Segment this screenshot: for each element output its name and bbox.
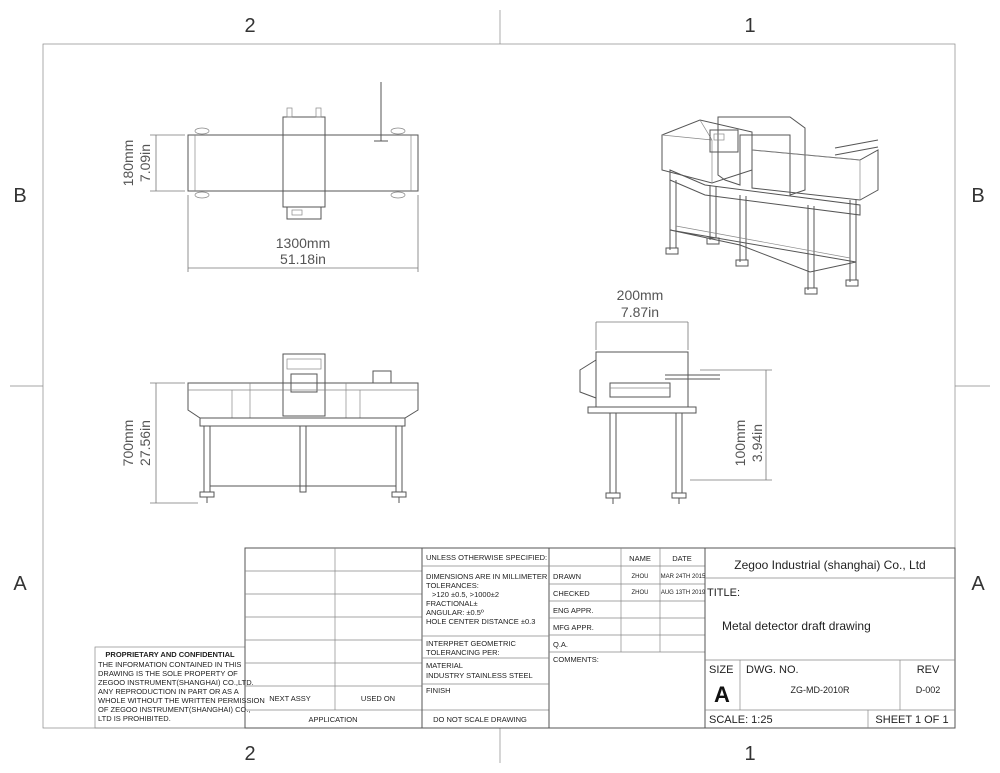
application-label: APPLICATION <box>308 715 357 724</box>
sheet-label: SHEET 1 OF 1 <box>875 714 948 726</box>
tolerance-values: >120 ±0.5, >1000±2 <box>432 590 499 599</box>
tolerancing-label: TOLERANCING PER: <box>426 648 500 657</box>
proprietary-notice: PROPRIETARY AND CONFIDENTIAL THE INFORMA… <box>94 646 265 729</box>
dimensions-note: DIMENSIONS ARE IN MILLIMETER <box>426 572 548 581</box>
interpret-label: INTERPRET GEOMETRIC <box>426 639 516 648</box>
proprietary-line: OF ZEGOO INSTRUMENT(SHANGHAI) CO., <box>98 705 251 714</box>
side-height-in: 3.94in <box>749 424 765 462</box>
title-block: NEXT ASSY USED ON APPLICATION UNLESS OTH… <box>244 547 956 729</box>
hole-center-label: HOLE CENTER DISTANCE ±0.3 <box>426 617 535 626</box>
proprietary-line: THE INFORMATION CONTAINED IN THIS <box>98 660 241 669</box>
proprietary-heading: PROPRIETARY AND CONFIDENTIAL <box>105 650 235 659</box>
top-view <box>187 82 419 220</box>
side-height-mm: 100mm <box>732 420 748 467</box>
name-header: NAME <box>629 554 651 563</box>
top-height-in: 7.09in <box>137 144 153 182</box>
top-height-mm: 180mm <box>120 140 136 187</box>
zone-label: 1 <box>744 743 755 765</box>
zone-label: 2 <box>244 15 255 37</box>
comments-label: COMMENTS: <box>553 655 599 664</box>
zone-label: 1 <box>744 15 755 37</box>
mfg-appr-label: MFG APPR. <box>553 623 594 632</box>
proprietary-line: ANY REPRODUCTION IN PART OR AS A <box>98 687 239 696</box>
drawing-title: Metal detector draft drawing <box>722 619 871 633</box>
next-assy-label: NEXT ASSY <box>269 694 311 703</box>
drawn-name: ZHOU <box>632 574 649 580</box>
proprietary-line: DRAWING IS THE SOLE PROPERTY OF <box>98 669 238 678</box>
scale-label: SCALE: 1:25 <box>709 714 773 726</box>
zone-label: A <box>13 573 27 595</box>
used-on-label: USED ON <box>361 694 395 703</box>
angular-label: ANGULAR: ±0.5º <box>426 608 484 617</box>
checked-date: AUG 13TH 2019 <box>661 590 706 596</box>
top-width-in: 51.18in <box>280 251 326 267</box>
drawn-date: MAR 24TH 2015 <box>661 574 706 580</box>
isometric-view <box>661 116 879 295</box>
fractional-label: FRACTIONAL± <box>426 599 478 608</box>
proprietary-line: WHOLE WITHOUT THE WRITTEN PERMISSION <box>98 696 265 705</box>
zone-label: 2 <box>244 743 255 765</box>
top-width-mm: 1300mm <box>276 235 330 251</box>
drawn-label: DRAWN <box>553 572 581 581</box>
front-view <box>187 353 419 503</box>
tolerances-label: TOLERANCES: <box>426 581 479 590</box>
proprietary-line: LTD IS PROHIBITED. <box>98 714 171 723</box>
checked-label: CHECKED <box>553 589 590 598</box>
size-value: A <box>714 682 730 707</box>
side-view <box>579 351 720 504</box>
dwg-no-value: ZG-MD-2010R <box>790 685 850 695</box>
title-label: TITLE: <box>707 587 740 599</box>
material-value: INDUSTRY STAINLESS STEEL <box>426 671 533 680</box>
unless-specified: UNLESS OTHERWISE SPECIFIED: <box>426 553 547 562</box>
front-height-in: 27.56in <box>137 420 153 466</box>
rev-value: D-002 <box>916 685 941 695</box>
zone-label: B <box>13 185 26 207</box>
proprietary-line: ZEGOO INSTRUMENT(SHANGHAI) CO.,LTD. <box>98 678 254 687</box>
zone-label: B <box>971 185 984 207</box>
checked-name: ZHOU <box>632 590 649 596</box>
qa-label: Q.A. <box>553 640 568 649</box>
zone-label: A <box>971 573 985 595</box>
rev-label: REV <box>917 664 940 676</box>
side-width-in: 7.87in <box>621 304 659 320</box>
date-header: DATE <box>672 554 691 563</box>
eng-appr-label: ENG APPR. <box>553 606 593 615</box>
side-width-mm: 200mm <box>617 287 664 303</box>
material-label: MATERIAL <box>426 661 463 670</box>
finish-label: FINISH <box>426 686 451 695</box>
size-label: SIZE <box>709 664 733 676</box>
dwg-no-label: DWG. NO. <box>746 664 799 676</box>
company-name: Zegoo Industrial (shanghai) Co., Ltd <box>734 558 925 572</box>
do-not-scale: DO NOT SCALE DRAWING <box>433 715 527 724</box>
front-height-mm: 700mm <box>120 420 136 467</box>
